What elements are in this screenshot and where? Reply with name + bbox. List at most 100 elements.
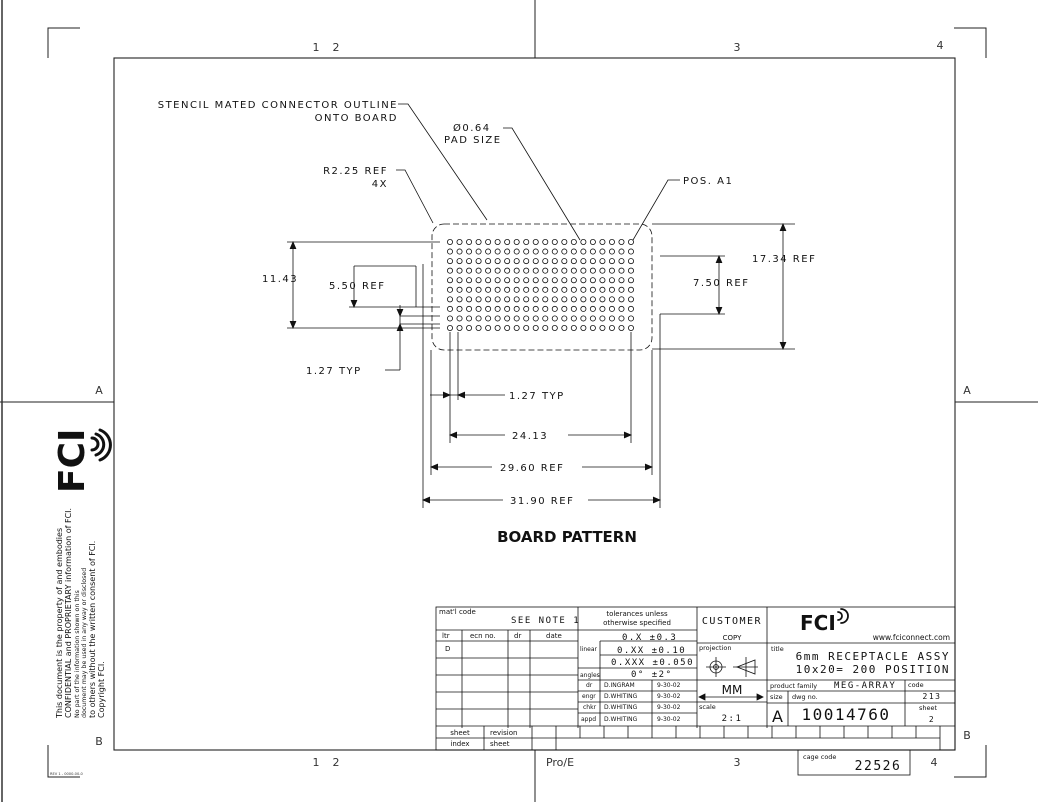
pad xyxy=(523,258,530,265)
pad xyxy=(504,286,511,293)
dim-1-27-typ-vertical: 1.27 TYP xyxy=(306,366,362,377)
pad xyxy=(561,296,568,303)
pad xyxy=(485,305,492,312)
tol-angles: 0° ±2° xyxy=(631,670,673,680)
pad xyxy=(475,296,482,303)
pad xyxy=(446,267,453,274)
pad xyxy=(475,324,482,331)
notice-line-3: No part of the information shown on this xyxy=(74,590,81,718)
confidential-notice: This document is the property of and emb… xyxy=(55,508,106,719)
pad xyxy=(523,248,530,255)
pad xyxy=(446,238,453,245)
projection-label: projection xyxy=(699,644,731,652)
pad xyxy=(570,238,577,245)
pad xyxy=(599,286,606,293)
pad xyxy=(513,248,520,255)
pad xyxy=(580,286,587,293)
pad xyxy=(608,286,615,293)
pad-size-label-2: PAD SIZE xyxy=(444,135,502,146)
engr-name: D.WHITING xyxy=(604,693,638,700)
zone-top-3: 3 xyxy=(734,41,741,54)
pad xyxy=(456,277,463,284)
pad xyxy=(456,315,463,322)
customer-label: CUSTOMER xyxy=(702,616,762,627)
signal-waves-icon xyxy=(90,428,112,462)
tolerances-label-2: otherwise specified xyxy=(603,619,671,627)
dr-header: dr xyxy=(514,632,521,640)
appd-label: appd xyxy=(581,716,596,723)
pad xyxy=(628,267,635,274)
size-label: size xyxy=(770,693,783,701)
pad xyxy=(456,324,463,331)
third-angle-projection-icon xyxy=(706,657,758,677)
side-logo: FCI xyxy=(52,428,112,493)
pad xyxy=(523,267,530,274)
pad xyxy=(504,296,511,303)
zone-top-1: 1 xyxy=(313,41,320,54)
pad xyxy=(456,286,463,293)
tol-angles-label: angles xyxy=(580,672,600,679)
zone-bottom-proe: Pro/E xyxy=(546,756,574,769)
pad xyxy=(589,258,596,265)
pad xyxy=(551,324,558,331)
pad xyxy=(542,286,549,293)
dim-17-34-ref: 17.34 REF xyxy=(752,254,816,265)
zone-top-2: 2 xyxy=(333,41,340,54)
pad xyxy=(589,248,596,255)
pad xyxy=(580,305,587,312)
board-pattern-view xyxy=(287,103,795,508)
pad xyxy=(475,286,482,293)
pad xyxy=(532,267,539,274)
pad xyxy=(580,267,587,274)
pad xyxy=(599,238,606,245)
pad xyxy=(570,324,577,331)
title-line-2: 10x20= 200 POSITION xyxy=(796,663,950,676)
pad xyxy=(513,324,520,331)
pad xyxy=(475,258,482,265)
notice-line-5: to others without the written consent of… xyxy=(88,541,97,718)
notice-line-6: Copyright FCI. xyxy=(97,661,106,718)
product-family-label: product family xyxy=(770,682,817,690)
dim-31-90-ref: 31.90 REF xyxy=(510,496,574,507)
notice-line-4: document may be used in any way or discl… xyxy=(81,568,88,718)
pad xyxy=(618,296,625,303)
ecn-header: ecn no. xyxy=(470,632,496,640)
pad xyxy=(446,315,453,322)
appd-date: 9-30-02 xyxy=(657,716,681,723)
pad xyxy=(542,267,549,274)
drawn-label: dr xyxy=(586,682,593,689)
cage-code-label: cage code xyxy=(803,753,836,761)
pad xyxy=(532,315,539,322)
pad xyxy=(542,248,549,255)
pad xyxy=(628,324,635,331)
pad xyxy=(542,324,549,331)
pad xyxy=(513,315,520,322)
pad xyxy=(494,315,501,322)
zone-bottom-3: 3 xyxy=(734,756,741,769)
pad xyxy=(551,277,558,284)
pad xyxy=(628,258,635,265)
zone-top-4: 4 xyxy=(937,39,944,52)
pad xyxy=(513,267,520,274)
pad xyxy=(628,277,635,284)
pad xyxy=(608,238,615,245)
pad xyxy=(494,286,501,293)
date-header: date xyxy=(546,632,562,640)
appd-name: D.WHITING xyxy=(604,716,638,723)
pad xyxy=(513,238,520,245)
pad xyxy=(570,258,577,265)
revision-sheet-label: sheet xyxy=(490,740,510,748)
pad xyxy=(485,258,492,265)
pad xyxy=(446,277,453,284)
zone-bottom-4: 4 xyxy=(931,756,938,769)
pad xyxy=(570,315,577,322)
pad xyxy=(485,296,492,303)
zone-right-b: B xyxy=(963,729,971,742)
radius-label-1: R2.25 REF xyxy=(323,166,388,177)
pad xyxy=(456,258,463,265)
zone-markers: 1 2 3 4 1 2 Pro/E 3 4 A B A B REV 1 - 00… xyxy=(50,39,971,776)
pad xyxy=(504,258,511,265)
pad xyxy=(523,238,530,245)
pad xyxy=(466,277,473,284)
pad xyxy=(599,324,606,331)
